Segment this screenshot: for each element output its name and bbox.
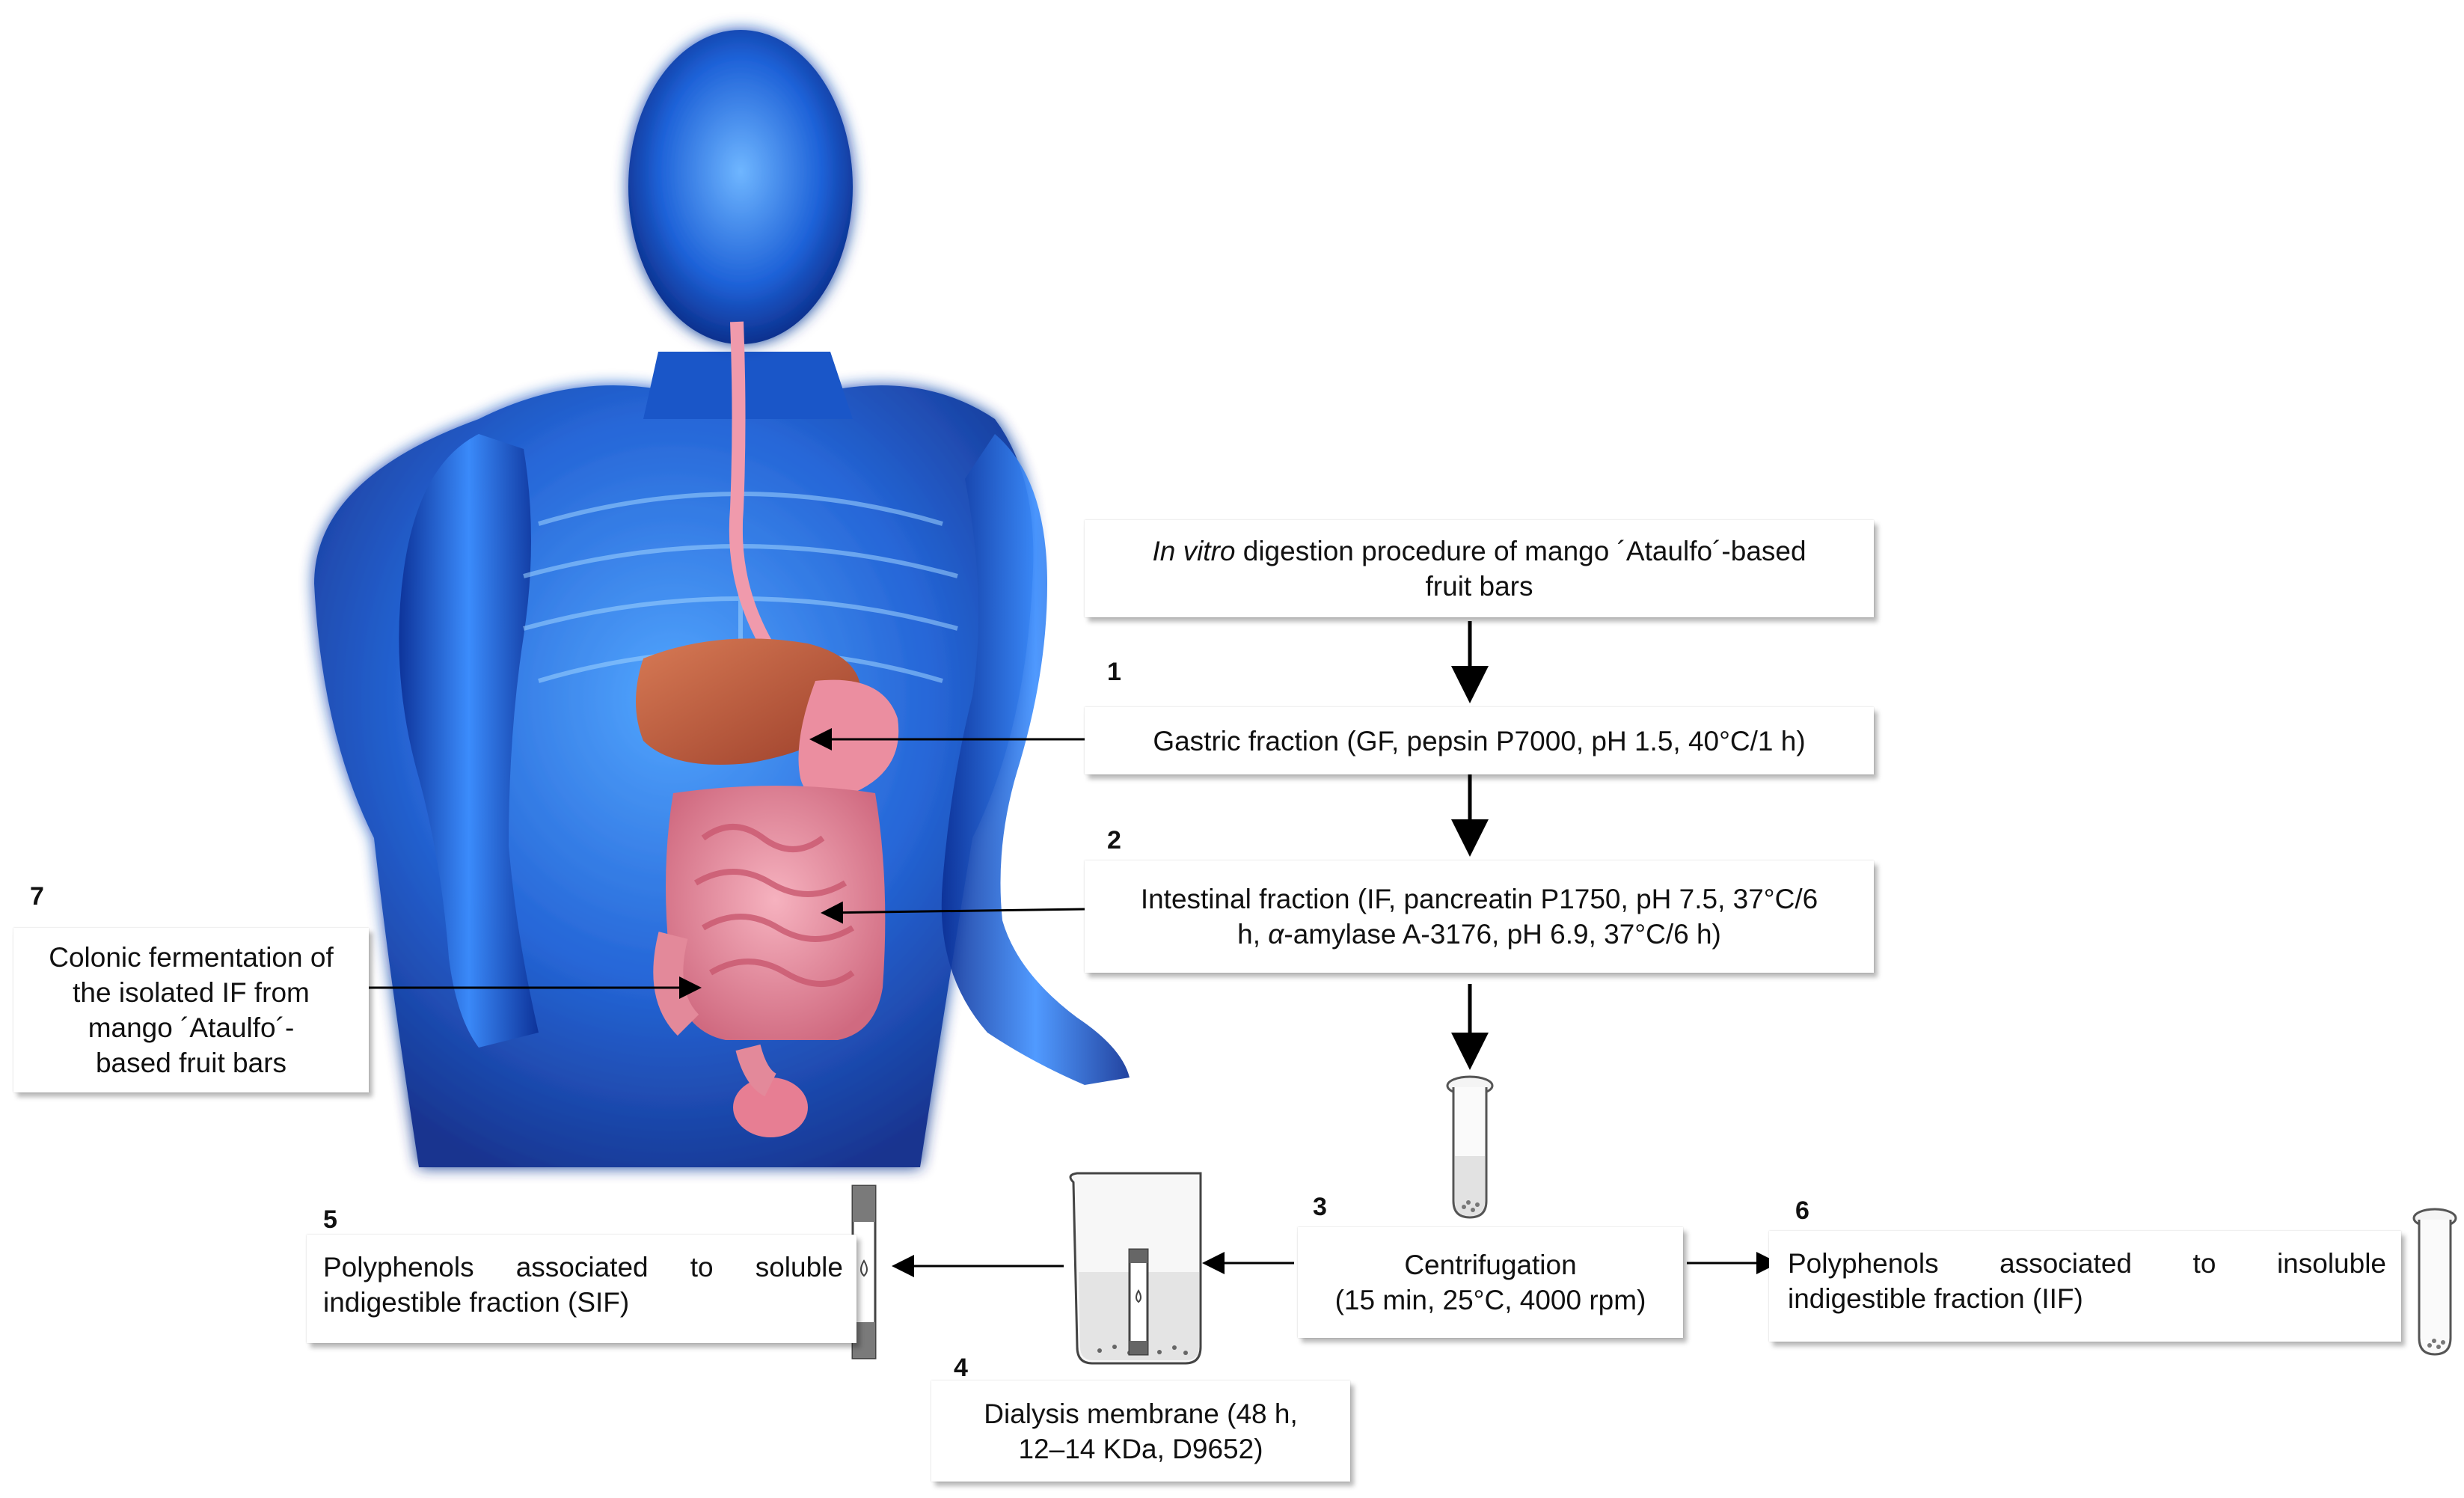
gastric-fraction-box: Gastric fraction (GF, pepsin P7000, pH 1… <box>1085 707 1874 774</box>
dialysis-membrane-box: Dialysis membrane (48 h, 12–14 KDa, D965… <box>931 1381 1350 1482</box>
title-line-2: fruit bars <box>1425 571 1533 602</box>
beaker-icon <box>1069 1172 1202 1365</box>
title-line-1: In vitro digestion procedure of mango ´A… <box>1152 534 1806 569</box>
intestinal-fraction-line-1: Intestinal fraction (IF, pancreatin P175… <box>1140 884 1818 914</box>
gastric-fraction-text: Gastric fraction (GF, pepsin P7000, pH 1… <box>1153 725 1806 756</box>
step-number-3: 3 <box>1313 1193 1327 1221</box>
sif-box: Polyphenols associated to soluble indige… <box>307 1235 856 1343</box>
step-number-7: 7 <box>30 882 44 911</box>
step-number-6: 6 <box>1795 1196 1809 1225</box>
intestinal-fraction-box: Intestinal fraction (IF, pancreatin P175… <box>1085 860 1874 973</box>
step-number-5: 5 <box>323 1205 337 1234</box>
step-number-1: 1 <box>1107 658 1121 686</box>
colonic-fermentation-box: Colonic fermentation of the isolated IF … <box>13 928 369 1092</box>
centrifugation-box: Centrifugation (15 min, 25°C, 4000 rpm) <box>1298 1227 1683 1338</box>
step-number-4: 4 <box>954 1354 968 1382</box>
sif-line-1: Polyphenols associated to soluble <box>323 1252 843 1283</box>
centrifugation-line-2: (15 min, 25°C, 4000 rpm) <box>1334 1285 1646 1315</box>
sif-line-2: indigestible fraction (SIF) <box>323 1287 630 1318</box>
title-rest: digestion procedure of mango ´Ataulfo´-b… <box>1235 536 1806 566</box>
test-tube-icon <box>2412 1208 2457 1356</box>
step-number-2: 2 <box>1107 826 1121 855</box>
iif-line-2: indigestible fraction (IIF) <box>1788 1283 2083 1314</box>
test-tube-icon <box>1446 1075 1494 1219</box>
dialysis-tube-icon <box>851 1184 877 1360</box>
dialysis-line-2: 12–14 KDa, D9652) <box>1018 1433 1263 1464</box>
iif-line-1: Polyphenols associated to insoluble <box>1788 1248 2386 1279</box>
title-box: In vitro digestion procedure of mango ´A… <box>1085 520 1874 617</box>
title-italic: In vitro <box>1152 536 1236 566</box>
intestinal-fraction-line-2: h, α-amylase A-3176, pH 6.9, 37°C/6 h) <box>1237 919 1721 950</box>
dialysis-line-1: Dialysis membrane (48 h, <box>984 1398 1298 1429</box>
arrow-to-intestine <box>821 901 1085 924</box>
iif-box: Polyphenols associated to insoluble indi… <box>1769 1231 2401 1342</box>
centrifugation-line-1: Centrifugation <box>1404 1250 1577 1280</box>
